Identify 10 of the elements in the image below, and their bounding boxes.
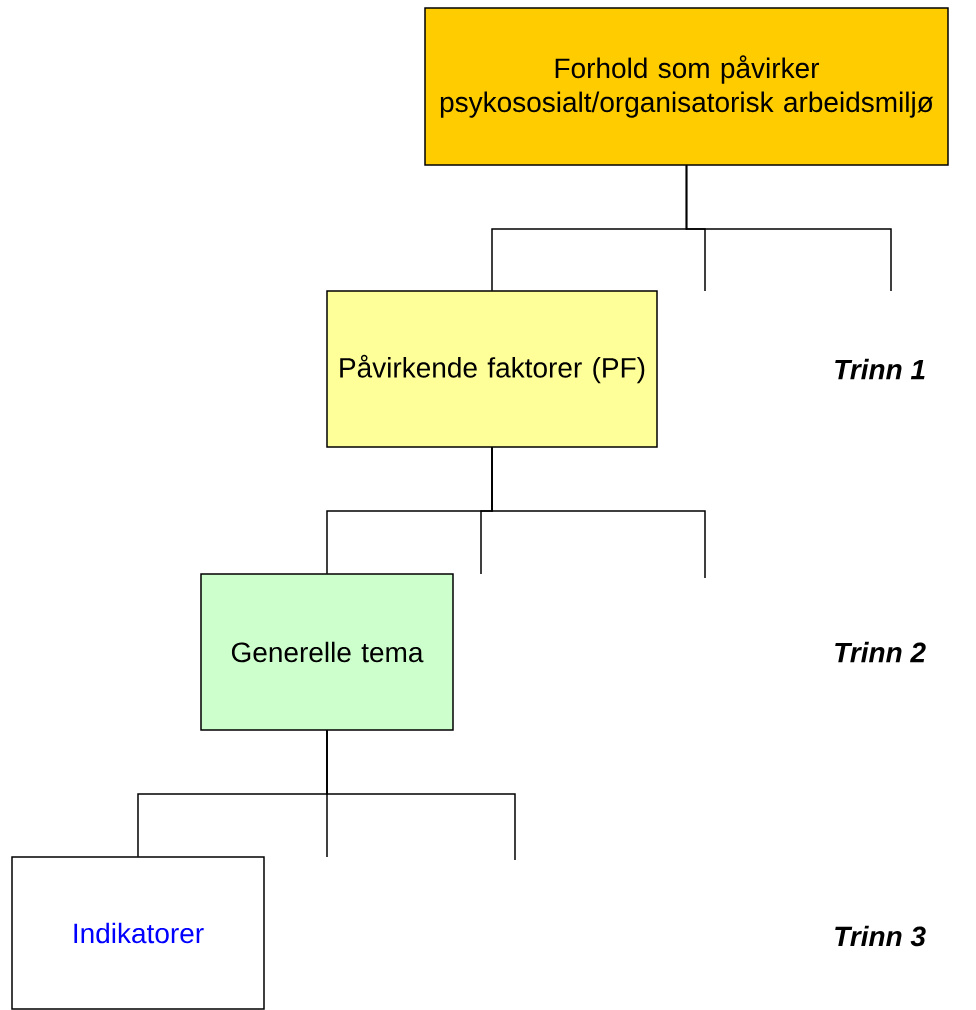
level-label: Trinn 2: [835, 641, 926, 663]
title-box: Forhold som påvirker psykososialt/organisatorisk arbeidsmiljø: [424, 7, 949, 166]
connector-line: [326, 729, 516, 861]
connector-line: [491, 446, 706, 579]
level-label: Trinn 3: [835, 925, 926, 947]
level-box: Påvirkende faktorer (PF): [326, 290, 658, 448]
level-box: Indikatorer: [11, 856, 265, 1010]
connector-line: [685, 164, 892, 292]
level-label: Trinn 1: [835, 358, 925, 380]
level-box: Generelle tema: [200, 573, 454, 731]
